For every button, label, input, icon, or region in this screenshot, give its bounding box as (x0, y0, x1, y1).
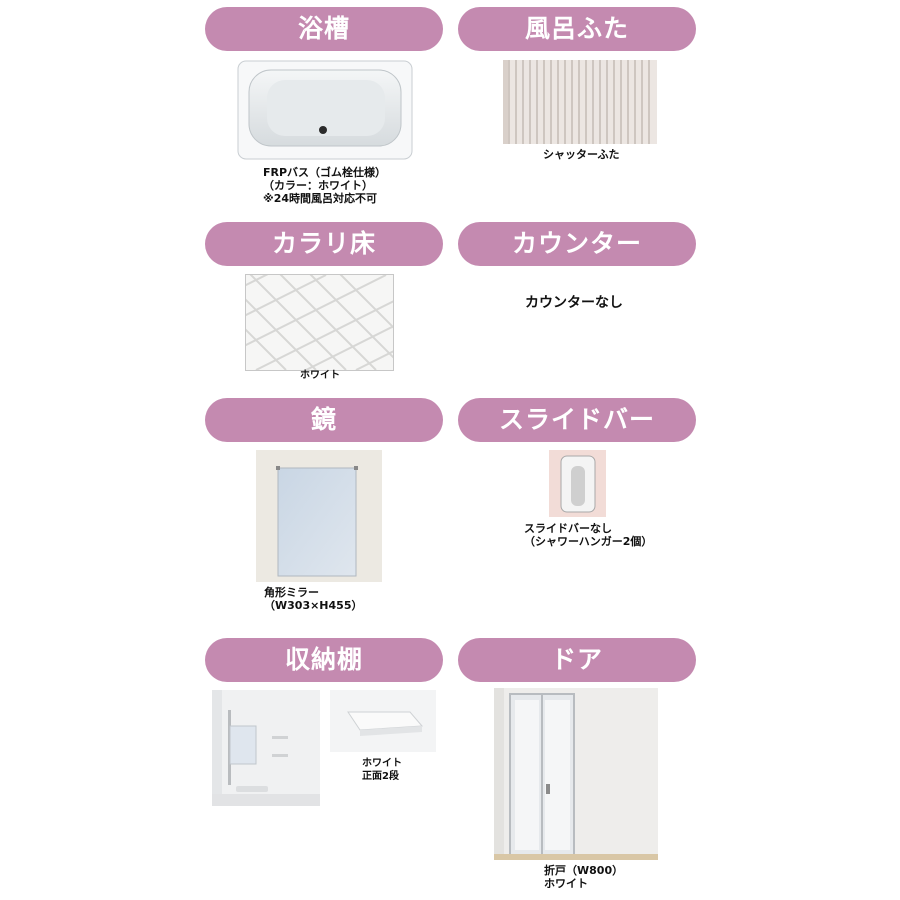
bathtub-image (237, 60, 413, 160)
floor-image (245, 274, 394, 371)
door-image (494, 688, 658, 860)
shelf-room-image (212, 690, 320, 806)
section-title-bathtub: 浴槽 (205, 7, 443, 51)
section-title-mirror: 鏡 (205, 398, 443, 442)
mirror-caption-1: 角形ミラー (264, 586, 319, 599)
shelf-caption-2: 正面2段 (362, 771, 399, 782)
counter-none-text: カウンターなし (525, 295, 623, 311)
door-caption-1: 折戸（W800） (544, 864, 624, 877)
bathtub-caption-1: FRPバス（ゴム栓仕様） (263, 166, 387, 179)
shelf-caption-1: ホワイト (362, 758, 402, 769)
section-title-counter: カウンター (458, 222, 696, 266)
slidebar-caption-1: スライドバーなし (524, 522, 612, 535)
slidebar-caption-2: （シャワーハンガー2個） (524, 535, 653, 548)
shutter-lid-image (503, 60, 657, 144)
floor-caption-1: ホワイト (300, 370, 340, 381)
section-title-slidebar: スライドバー (458, 398, 696, 442)
lid-caption-1: シャッターふた (543, 148, 620, 161)
section-title-lid: 風呂ふた (458, 7, 696, 51)
mirror-image (256, 450, 382, 582)
bathtub-caption-3: ※24時間風呂対応不可 (263, 192, 378, 205)
mirror-caption-2: （W303×H455） (264, 599, 363, 612)
section-title-door: ドア (458, 638, 696, 682)
section-title-shelf: 収納棚 (205, 638, 443, 682)
shower-hanger-image (549, 450, 606, 517)
bathtub-caption-2: （カラー：ホワイト） (263, 179, 373, 192)
section-title-floor: カラリ床 (205, 222, 443, 266)
door-caption-2: ホワイト (544, 877, 588, 890)
shelf-tray-image (330, 690, 436, 752)
